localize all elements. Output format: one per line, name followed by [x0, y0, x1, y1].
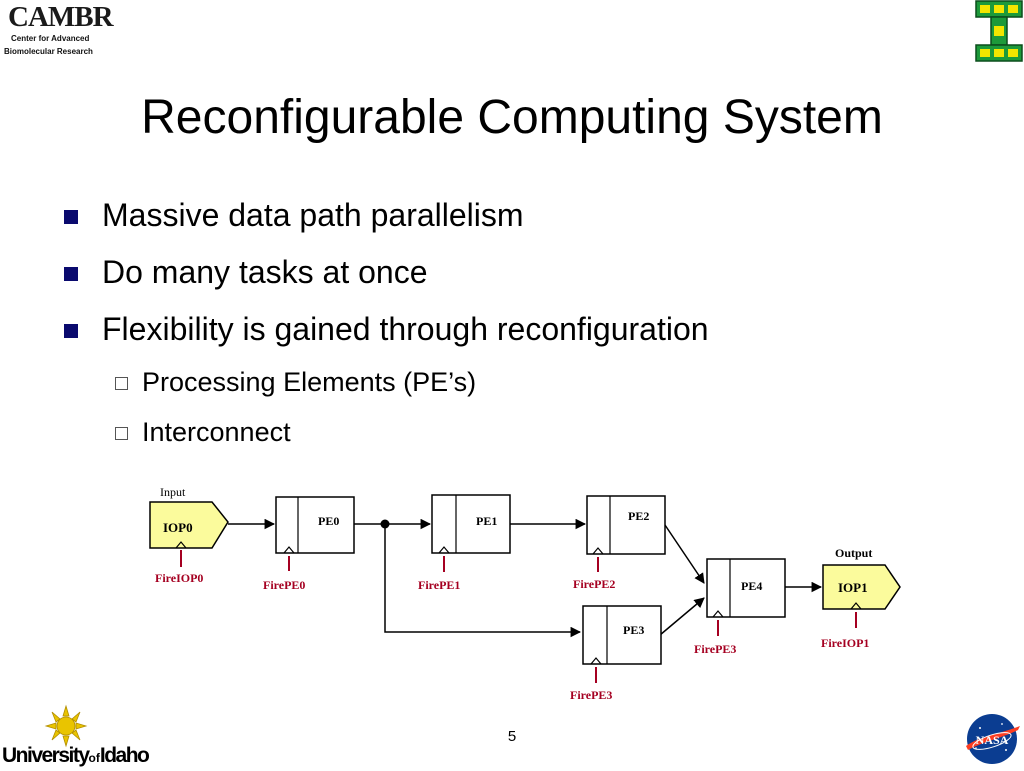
sub-bullet-text: Processing Elements (PE’s) [142, 367, 477, 397]
iop0-clock-icon [175, 541, 187, 549]
fire-pe0-label: FirePE0 [263, 578, 305, 592]
pe0-clock-icon [283, 546, 295, 554]
iop1-label: IOP1 [838, 580, 868, 595]
hollow-square-bullet-icon [115, 377, 128, 390]
slide-title: Reconfigurable Computing System [141, 91, 883, 144]
cambr-logo: CAMBR Center for Advanced Biomolecular R… [4, 2, 124, 64]
sub-bullet-item: Processing Elements (PE’s) [115, 367, 476, 398]
cambr-logo-line2: Biomolecular Research [4, 47, 93, 56]
bullet-square-icon [64, 266, 78, 281]
pe3-label: PE3 [623, 623, 644, 637]
page-number: 5 [507, 728, 517, 745]
iop0-block [149, 501, 229, 549]
bullet-text: Massive data path parallelism [102, 197, 524, 233]
output-label: Output [835, 546, 872, 560]
sub-bullet-item: Interconnect [115, 417, 291, 448]
university-of-idaho-logo: UniversityofIdaho [2, 704, 150, 768]
pe0-label: PE0 [318, 514, 339, 528]
bullet-text: Do many tasks at once [102, 254, 428, 290]
fire-pe1-label: FirePE1 [418, 578, 460, 592]
cambr-logo-mark: CAMBR [8, 1, 114, 33]
bullet-square-icon [64, 323, 78, 338]
pe1-block [431, 494, 511, 554]
idaho-i-logo-graphic [975, 0, 1023, 62]
pe4-label: PE4 [741, 579, 762, 593]
pe2-label: PE2 [628, 509, 649, 523]
pe1-clock-icon [438, 546, 450, 554]
fire-pe3-label-upper: FirePE3 [694, 642, 736, 656]
pe2-clock-icon [592, 547, 604, 555]
wordmark-of: of [88, 751, 100, 765]
iop1-clock-icon [850, 602, 862, 610]
diagram-canvas: Input IOP0 FireIOP0 PE0 FirePE0 PE1 Fire… [149, 485, 901, 702]
reconfigurable-system-diagram: Input IOP0 FireIOP0 PE0 FirePE0 PE1 Fire… [0, 470, 1024, 720]
fire-iop1-label: FireIOP1 [821, 636, 869, 650]
junction-to-pe3-arrow [384, 524, 582, 638]
iop1-block [822, 564, 901, 610]
nasa-logo: NASA [962, 712, 1022, 766]
wordmark-part1: University [2, 744, 90, 767]
input-label: Input [160, 485, 186, 499]
pe2-to-pe4-arrow [664, 524, 705, 584]
pe1-label: PE1 [476, 514, 497, 528]
bullet-item: Do many tasks at once [64, 254, 427, 291]
wordmark-part2: Idaho [99, 744, 150, 767]
pe3-clock-icon [590, 657, 602, 665]
fire-pe2-label: FirePE2 [573, 577, 615, 591]
pe3-to-pe4-arrow [659, 597, 705, 636]
fire-pe3-label-lower: FirePE3 [570, 688, 612, 702]
idaho-i-logo [975, 0, 1023, 62]
bullet-item: Flexibility is gained through reconfigur… [64, 311, 709, 348]
bullet-square-icon [64, 209, 78, 224]
bullet-item: Massive data path parallelism [64, 197, 524, 234]
iop0-label: IOP0 [163, 520, 193, 535]
nasa-meatball-icon: NASA [966, 714, 1020, 764]
pe4-block [706, 558, 786, 618]
sun-emblem-icon [44, 704, 88, 748]
university-of-idaho-wordmark: UniversityofIdaho [2, 744, 150, 768]
pe4-clock-icon [712, 610, 724, 618]
pe2-block [586, 495, 666, 555]
bullet-text: Flexibility is gained through reconfigur… [102, 311, 709, 347]
cambr-logo-line1: Center for Advanced [11, 34, 90, 43]
sub-bullet-text: Interconnect [142, 417, 291, 447]
fire-iop0-label: FireIOP0 [155, 571, 203, 585]
pe0-block [275, 496, 355, 554]
nasa-logo-text: NASA [976, 733, 1009, 747]
pe3-block [582, 605, 662, 665]
hollow-square-bullet-icon [115, 427, 128, 440]
